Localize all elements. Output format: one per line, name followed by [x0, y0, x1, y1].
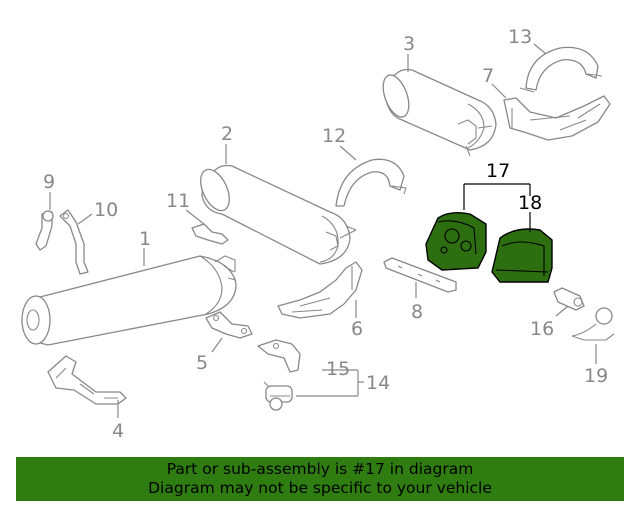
callout-14: 14 [366, 372, 390, 394]
callout-10: 10 [94, 199, 118, 221]
banner-line-2: Diagram may not be specific to your vehi… [148, 479, 492, 497]
part-13-strap [519, 46, 603, 93]
part-11-bracket [191, 223, 229, 245]
part-16-fitting [553, 287, 585, 311]
callouts: 1 2 3 4 5 6 7 8 9 10 11 12 13 14 15 16 1… [43, 26, 608, 442]
callout-12: 12 [322, 125, 346, 147]
part-17-cover [425, 211, 487, 271]
part-6-bracket [277, 261, 363, 319]
info-banner: Part or sub-assembly is #17 in diagram D… [16, 457, 624, 501]
callout-13: 13 [508, 26, 532, 48]
callout-5: 5 [196, 352, 208, 374]
part-4-bracket [47, 355, 127, 405]
parts-diagram: 1 2 3 4 5 6 7 8 9 10 11 12 13 14 15 16 1… [21, 26, 615, 442]
callout-2: 2 [221, 123, 233, 145]
leader-lines [49, 43, 597, 418]
callout-1: 1 [139, 228, 151, 250]
part-2-tank [200, 164, 357, 265]
part-19-hose [571, 307, 615, 341]
banner-line-1: Part or sub-assembly is #17 in diagram [166, 460, 474, 478]
part-18-cover [491, 228, 553, 283]
part-1-tank [21, 255, 237, 346]
callout-16: 16 [530, 318, 554, 340]
callout-3: 3 [403, 33, 415, 55]
part-3-tank [382, 68, 497, 157]
callout-15: 15 [326, 358, 350, 380]
part-14-valve [263, 381, 293, 411]
part-15-bracket [257, 339, 301, 373]
callout-19: 19 [584, 365, 608, 387]
callout-7: 7 [482, 65, 494, 87]
part-9-strap [35, 210, 54, 251]
callout-11: 11 [166, 190, 190, 212]
part-7-bracket [503, 95, 611, 141]
callout-9: 9 [43, 171, 55, 193]
callout-4: 4 [112, 420, 124, 442]
part-5-bracket [205, 311, 253, 339]
part-8-rail [383, 257, 457, 293]
callout-8: 8 [411, 301, 423, 323]
part-10-strap [59, 209, 89, 275]
callout-6: 6 [351, 318, 363, 340]
part-12-strap [335, 158, 407, 207]
callout-17: 17 [486, 160, 510, 182]
callout-18: 18 [518, 192, 542, 214]
